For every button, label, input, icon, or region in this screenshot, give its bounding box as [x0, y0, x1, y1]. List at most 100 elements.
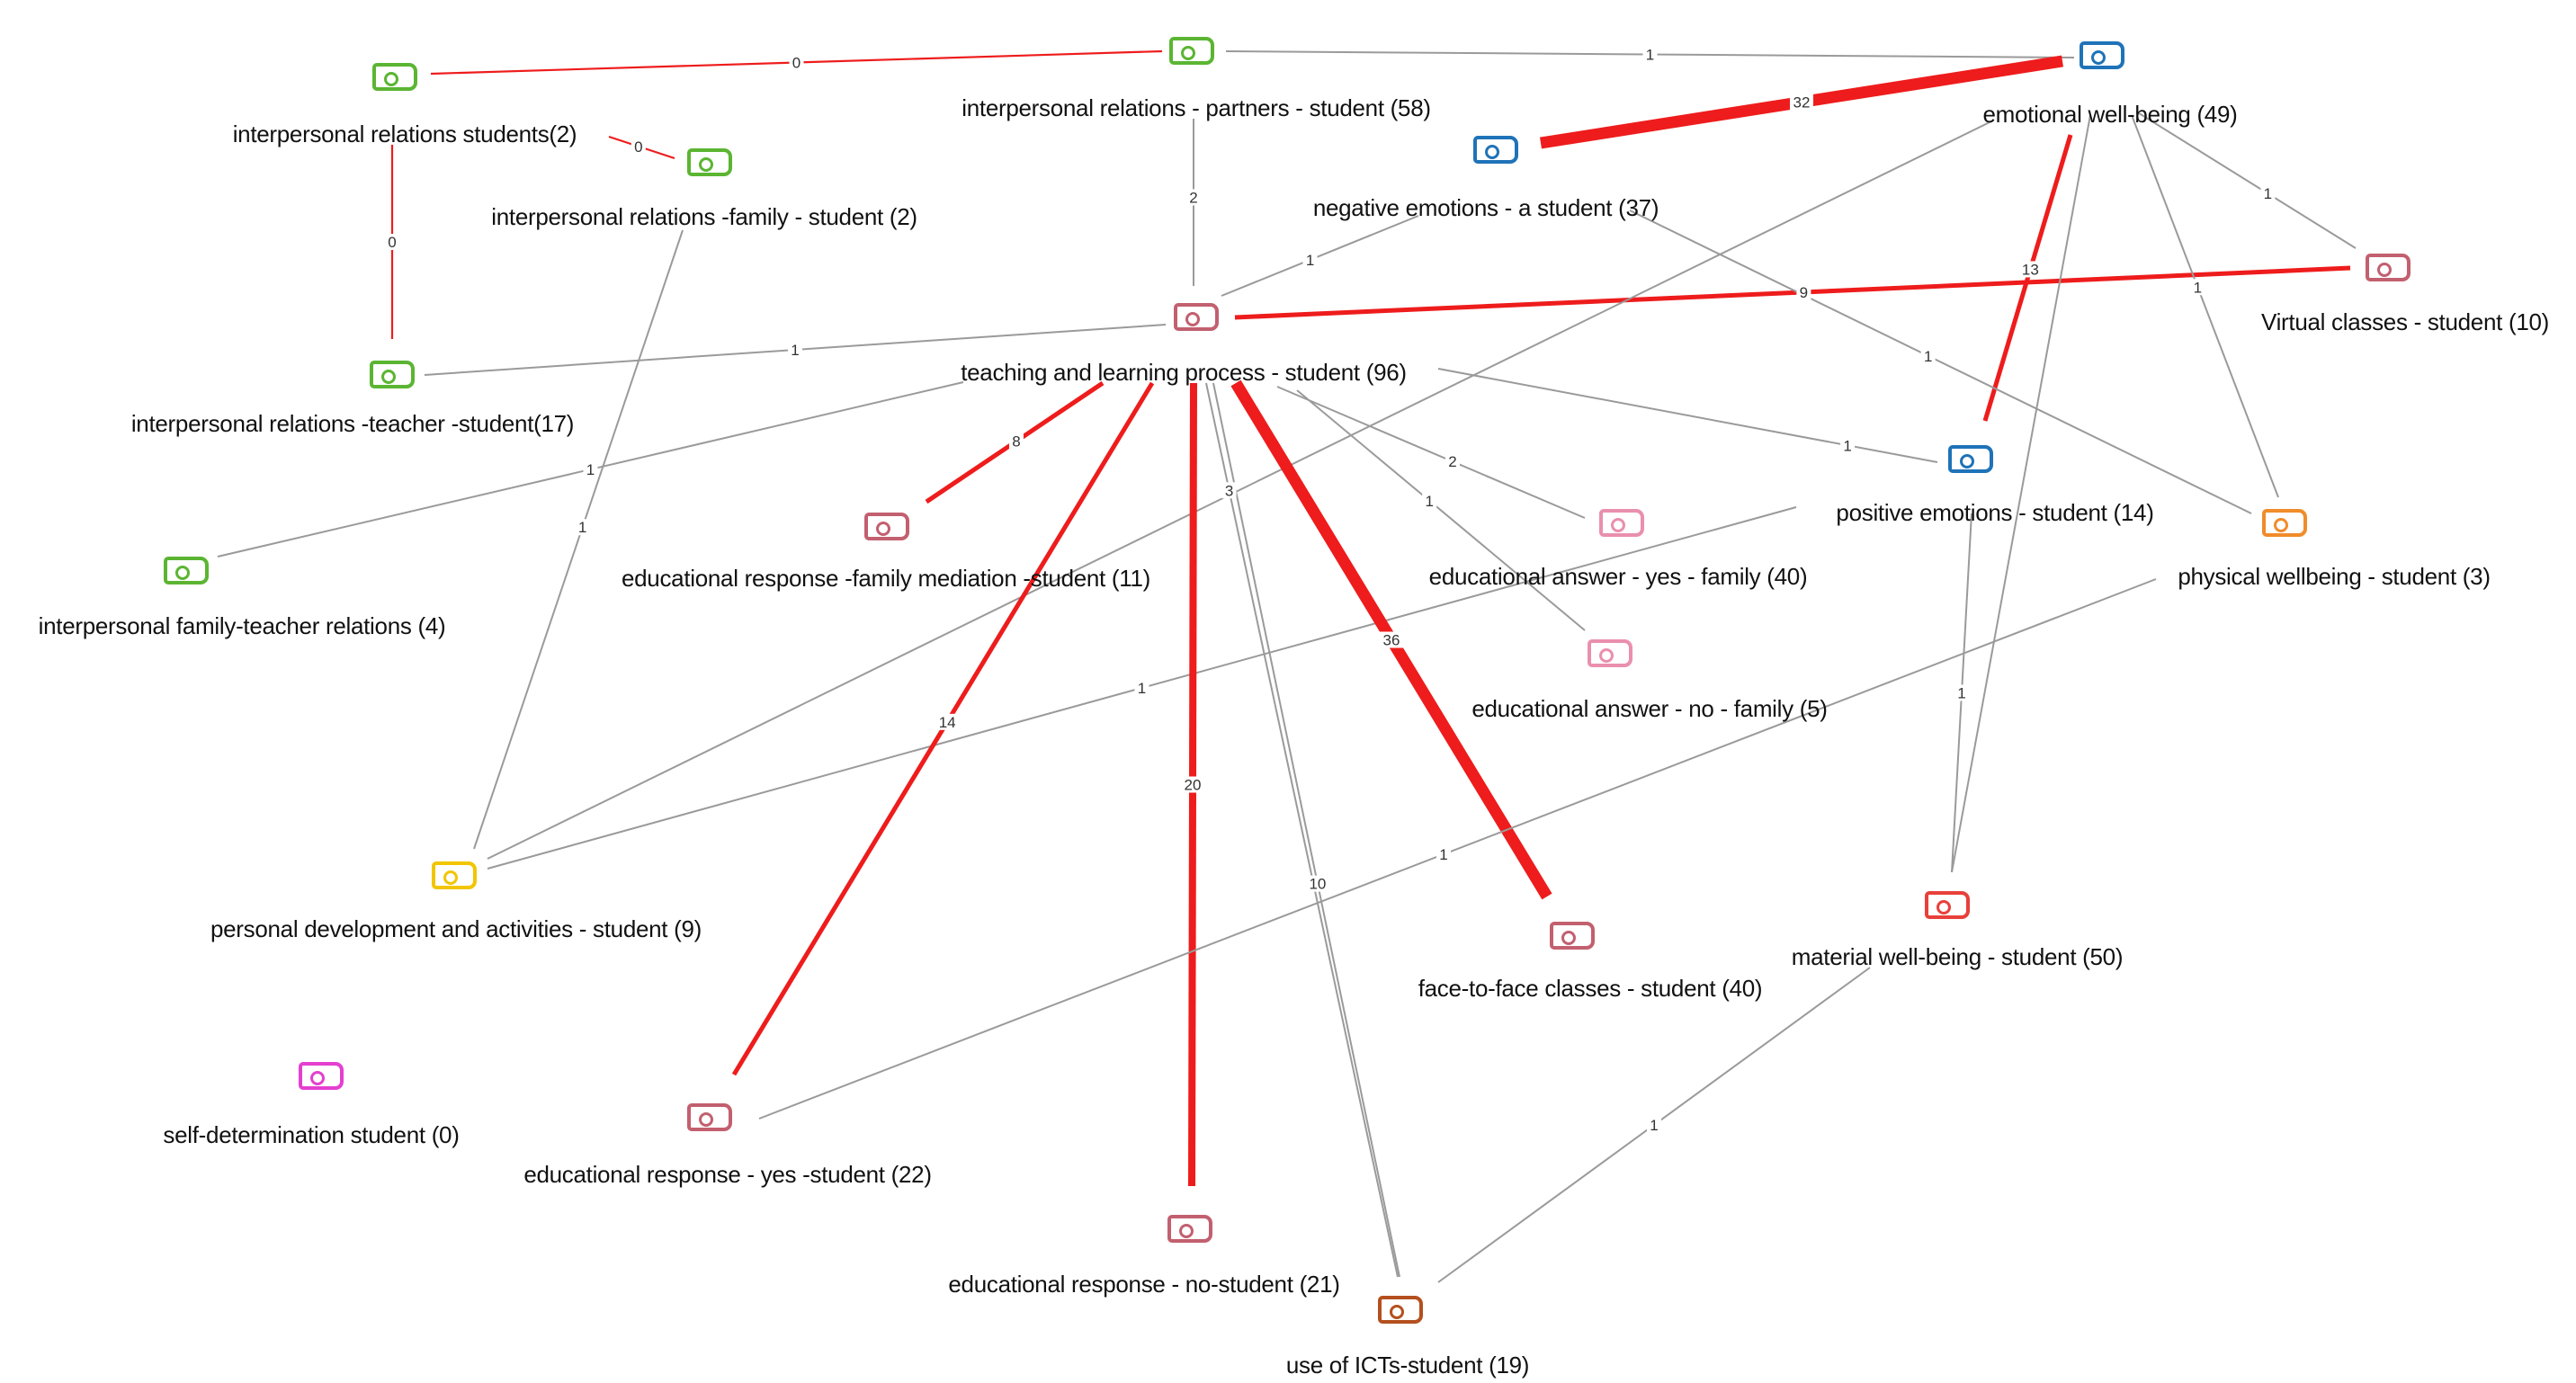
node-label-emotional-wellbeing[interactable]: emotional well-being (49): [1982, 101, 2238, 128]
edge-weight-text: 0: [792, 55, 801, 72]
code-node-icon[interactable]: [1948, 445, 1993, 473]
edge-weight-text: 1: [1924, 348, 1932, 365]
code-node-icon[interactable]: [432, 861, 477, 889]
edge-weight-label: 9: [1796, 283, 1811, 301]
edge-weight-label: 0: [631, 138, 646, 156]
node-label-material-wellbeing[interactable]: material well-being - student (50): [1791, 943, 2124, 970]
code-node-icon[interactable]: [1378, 1296, 1423, 1324]
code-node-icon[interactable]: [372, 63, 417, 91]
node-label-ir-family-teacher[interactable]: interpersonal family-teacher relations (…: [38, 612, 446, 639]
node-label-ir-teacher[interactable]: interpersonal relations -teacher -studen…: [130, 410, 575, 437]
node-label-teaching-learning[interactable]: teaching and learning process - student …: [961, 359, 1407, 386]
code-node-icon[interactable]: [164, 557, 209, 584]
edge-weight-bg: [1422, 492, 1437, 509]
node-label-edu-family-mediation[interactable]: educational response -family mediation -…: [621, 565, 1151, 592]
edge-physical_wellbeing-edu_yes_student: [758, 578, 2157, 1120]
edge-teaching_learning-use_icts: [1212, 382, 1400, 1278]
edge-negative_emotions-physical_wellbeing: [1629, 210, 2252, 514]
code-node-icon[interactable]: [2080, 41, 2124, 69]
edge-weight-bg: [583, 461, 598, 477]
node-label-ir-students[interactable]: interpersonal relations students(2): [232, 120, 577, 147]
edge-weight-text: 1: [2194, 279, 2202, 296]
code-node-icon[interactable]: [864, 513, 909, 540]
edge-weight-text: 0: [388, 234, 396, 251]
edge-weight-text: 2: [1189, 189, 1197, 206]
node-label-use-icts[interactable]: use of ICTs-student (19): [1285, 1352, 1530, 1379]
node-label-ir-family[interactable]: interpersonal relations -family - studen…: [491, 203, 917, 230]
edge-weight-label: 0: [385, 234, 399, 251]
edge-weight-text: 1: [1138, 680, 1146, 697]
edge-weight-bg: [2260, 185, 2276, 202]
edge-weight-bg: [1436, 846, 1451, 862]
edge-emotional_wellbeing-physical_wellbeing: [2131, 114, 2279, 498]
node-label-edu-answer-yes-family[interactable]: educational answer - yes - family (40): [1428, 563, 1808, 590]
edge-weight-label: 10: [1305, 875, 1329, 893]
edge-weight-text: 1: [1306, 252, 1314, 269]
node-label-self-determination[interactable]: self-determination student (0): [163, 1121, 460, 1148]
edge-weight-bg: [1305, 875, 1329, 892]
edge-weight-text: 14: [939, 714, 956, 731]
edge-weight-text: 20: [1185, 777, 1202, 794]
code-node-icon[interactable]: [2262, 509, 2307, 537]
edge-weight-label: 0: [789, 54, 804, 72]
edge-weight-label: 36: [1380, 631, 1403, 649]
node-label-positive-emotions[interactable]: positive emotions - student (14): [1836, 499, 2154, 526]
edge-weight-bg: [385, 234, 399, 250]
code-node-icon[interactable]: [1174, 303, 1219, 331]
edge-weight-bg: [935, 713, 960, 730]
edge-weight-label: 1: [788, 342, 802, 359]
edge-weight-bg: [1840, 437, 1856, 454]
edge-weight-bg: [1642, 46, 1658, 63]
code-node-icon[interactable]: [370, 361, 415, 388]
edge-weight-text: 1: [1957, 685, 1965, 702]
edge-weight-label: 1: [2260, 185, 2276, 202]
code-node-icon[interactable]: [1550, 922, 1595, 950]
node-label-virtual-classes[interactable]: Virtual classes - student (10): [2261, 308, 2549, 335]
node-label-physical-wellbeing[interactable]: physical wellbeing - student (3): [2178, 563, 2491, 590]
edge-weight-label: 1: [1840, 437, 1856, 454]
node-label-edu-yes-student[interactable]: educational response - yes -student (22): [523, 1161, 932, 1188]
edge-weight-bg: [1380, 631, 1403, 648]
edge-weight-bg: [1790, 94, 1813, 111]
edge-weight-bg: [575, 519, 590, 536]
edge-weight-bg: [2190, 279, 2205, 296]
node-label-personal-development[interactable]: personal development and activities - st…: [210, 915, 702, 942]
edge-weight-text: 36: [1383, 632, 1400, 649]
edge-weight-bg: [1134, 680, 1149, 696]
code-node-icon[interactable]: [687, 148, 732, 176]
node-label-negative-emotions[interactable]: negative emotions - a student (37): [1312, 194, 1659, 221]
code-node-icon[interactable]: [1169, 37, 1214, 65]
edge-weight-text: 1: [2264, 185, 2272, 202]
code-node-icon[interactable]: [1167, 1215, 1212, 1243]
edge-weight-bg: [1181, 776, 1204, 793]
edge-weight-bg: [1221, 482, 1237, 499]
edge-weight-label: 2: [1186, 189, 1201, 206]
code-node-icon[interactable]: [1925, 891, 1970, 919]
edge-weight-bg: [789, 54, 804, 71]
code-node-icon[interactable]: [1588, 639, 1632, 667]
edge-weight-label: 1: [1954, 684, 1969, 702]
edge-weight-label: 2: [1445, 453, 1460, 470]
code-node-icon[interactable]: [1473, 136, 1518, 164]
edge-weight-label: 1: [1422, 492, 1437, 510]
node-label-edu-answer-no-family[interactable]: educational answer - no - family (5): [1471, 695, 1828, 722]
edge-weight-text: 9: [1800, 284, 1808, 301]
code-node-icon[interactable]: [1599, 509, 1644, 537]
code-node-icon[interactable]: [2366, 254, 2411, 281]
edge-negative_emotions-teaching_learning: [1221, 215, 1419, 297]
edge-weight-bg: [1008, 433, 1024, 450]
node-label-edu-no-student[interactable]: educational response - no-student (21): [948, 1271, 1340, 1298]
edge-weight-label: 3: [1221, 482, 1237, 499]
code-node-icon[interactable]: [687, 1103, 732, 1131]
node-label-ir-partners[interactable]: interpersonal relations - partners - stu…: [962, 94, 1431, 121]
edge-weight-label: 1: [1436, 846, 1451, 863]
edge-weight-label: 1: [1920, 347, 1936, 365]
edge-weight-bg: [1647, 1117, 1661, 1133]
edge-weight-label: 1: [1647, 1117, 1661, 1134]
node-label-face-to-face[interactable]: face-to-face classes - student (40): [1418, 975, 1763, 1002]
code-node-icon[interactable]: [299, 1062, 344, 1090]
edge-teaching_learning-use_icts: [1205, 382, 1399, 1278]
